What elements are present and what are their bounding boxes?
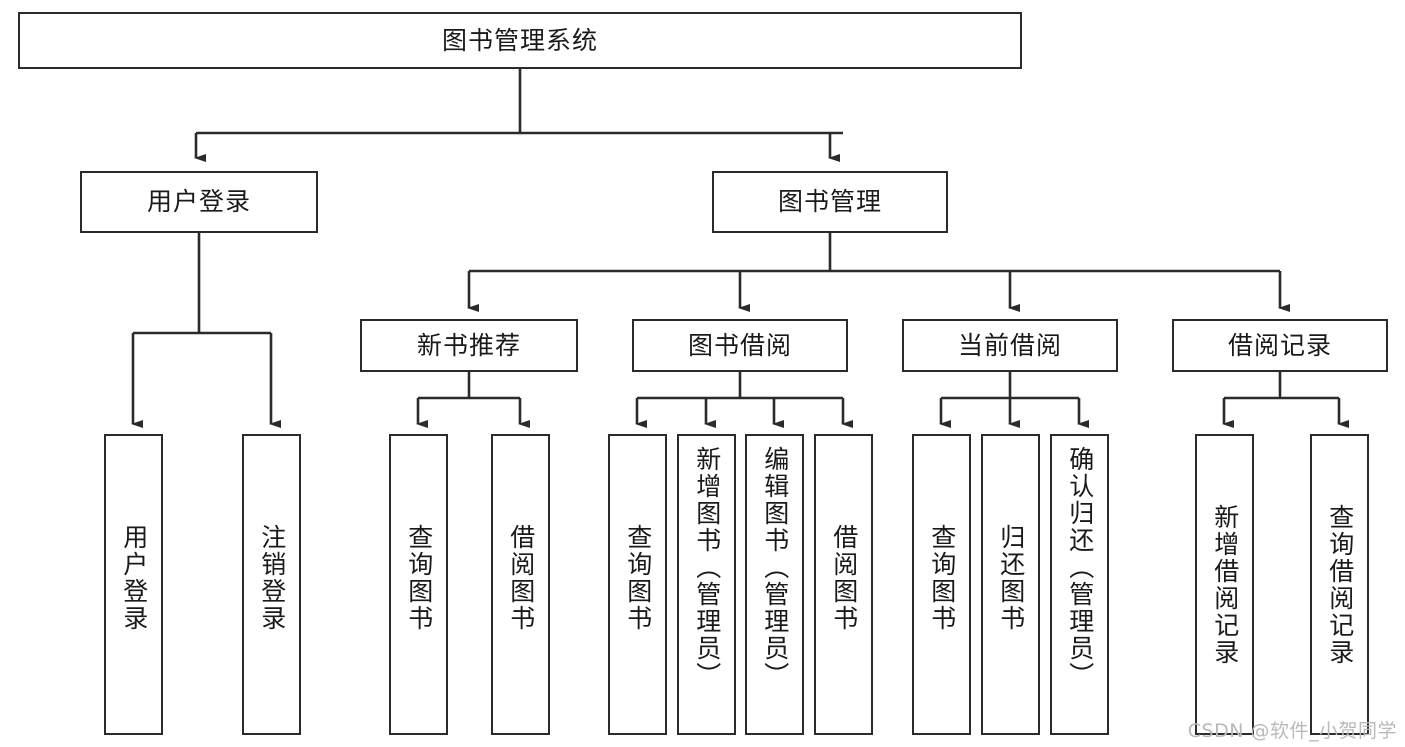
node-leaf-user-login[interactable]: 用户登录 [104,434,163,735]
node-label: 注销登录 [257,524,287,632]
node-label: 图书借阅 [687,330,792,360]
node-label: 新增借阅记录 [1210,504,1240,666]
node-root-system[interactable]: 图书管理系统 [18,12,1022,69]
node-label: 借阅图书 [829,524,859,632]
node-label: 图书管理系统 [441,25,598,55]
node-user-login[interactable]: 用户登录 [80,171,318,233]
node-label: 用户登录 [119,524,149,632]
node-new-book-recommend[interactable]: 新书推荐 [360,319,578,372]
node-book-management[interactable]: 图书管理 [712,171,948,233]
node-label: 图书管理 [777,187,882,217]
node-label: 归还图书 [996,524,1026,632]
node-leaf-borrow-book[interactable]: 借阅图书 [814,434,873,735]
node-label: 查询借阅记录 [1325,504,1355,666]
watermark-text: CSDN @软件_小贺同学 [1187,720,1397,742]
node-leaf-edit-book-admin[interactable]: 编辑图书（管理员） [745,434,804,735]
node-leaf-query-book-current[interactable]: 查询图书 [912,434,971,735]
node-label: 确认归还（管理员） [1065,446,1095,689]
node-label: 新增图书（管理员） [692,446,722,689]
node-label: 查询图书 [404,524,434,632]
node-book-borrow[interactable]: 图书借阅 [632,319,848,372]
node-label: 借阅记录 [1227,330,1332,360]
node-leaf-add-book-admin[interactable]: 新增图书（管理员） [677,434,736,735]
node-leaf-query-book-recommend[interactable]: 查询图书 [389,434,448,735]
node-label: 查询图书 [623,524,653,632]
node-label: 用户登录 [146,187,251,217]
node-leaf-query-book-borrow[interactable]: 查询图书 [608,434,667,735]
node-label: 查询图书 [927,524,957,632]
node-leaf-return-book[interactable]: 归还图书 [981,434,1040,735]
node-leaf-borrow-book-recommend[interactable]: 借阅图书 [491,434,550,735]
node-label: 当前借阅 [957,330,1062,360]
node-label: 新书推荐 [416,330,521,360]
node-leaf-query-borrow-record[interactable]: 查询借阅记录 [1310,434,1369,735]
node-label: 借阅图书 [506,524,536,632]
node-leaf-confirm-return-admin[interactable]: 确认归还（管理员） [1050,434,1109,735]
node-label: 编辑图书（管理员） [760,446,790,689]
node-leaf-add-borrow-record[interactable]: 新增借阅记录 [1195,434,1254,735]
node-current-borrow[interactable]: 当前借阅 [902,319,1118,372]
node-leaf-logout[interactable]: 注销登录 [242,434,301,735]
node-borrow-record[interactable]: 借阅记录 [1172,319,1388,372]
